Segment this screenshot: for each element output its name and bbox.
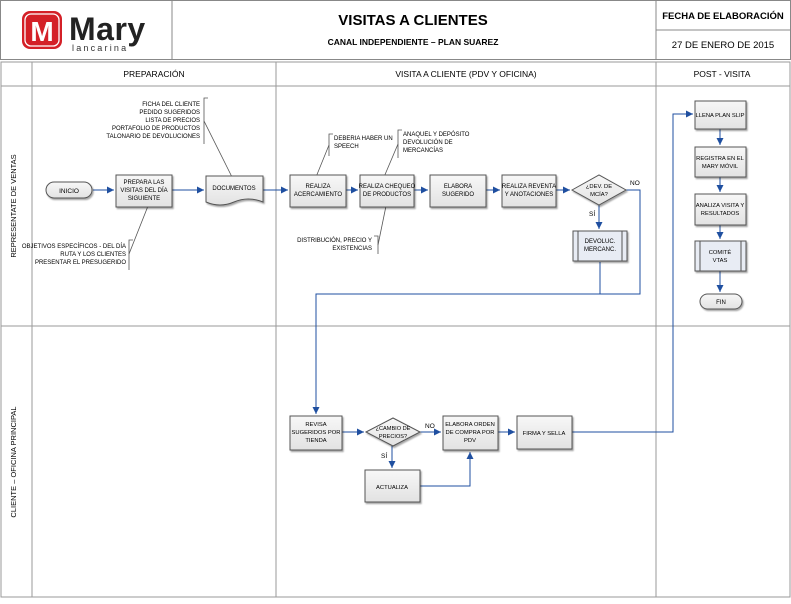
svg-text:PDV: PDV	[464, 438, 476, 444]
svg-text:LLENA PLAN SLIP: LLENA PLAN SLIP	[696, 113, 745, 119]
svg-text:ACERCAMIENTO: ACERCAMIENTO	[294, 192, 343, 198]
lane-label-representante: REPRESENTATE DE VENTAS	[9, 154, 18, 257]
swimlane-grid	[1, 62, 790, 597]
node-elabora-sugerido: ELABORA SUGERIDO	[430, 175, 486, 207]
svg-text:FIN: FIN	[716, 300, 726, 306]
brand-subname: lancarina	[72, 43, 128, 53]
decision-dev-mercancia: ¿DEV. DE MCÍA?	[572, 175, 626, 205]
svg-text:TIENDA: TIENDA	[305, 438, 326, 444]
edge-label-si-cambio: SÍ	[381, 451, 387, 460]
note-documentos-list: FICHA DEL CLIENTE PEDIDO SUGERIDOS LISTA…	[106, 102, 200, 140]
svg-text:DEVOLUC.: DEVOLUC.	[585, 239, 616, 245]
note-speech: DEBERIA HABER UN SPEECH	[334, 136, 393, 150]
node-elabora-orden-compra: ELABORA ORDEN DE COMPRA POR PDV	[443, 416, 498, 450]
node-llena-plan-slip: LLENA PLAN SLIP	[695, 101, 746, 129]
node-inicio: INICIO	[46, 182, 92, 198]
svg-text:ELABORA ORDEN: ELABORA ORDEN	[445, 422, 495, 428]
brand-mark: M	[30, 16, 53, 47]
date-value: 27 DE ENERO DE 2015	[672, 40, 774, 51]
node-chequeo-productos: REALIZA CHEQUEO DE PRODUCTOS	[359, 175, 416, 207]
svg-text:COMITÉ: COMITÉ	[709, 249, 732, 256]
svg-text:Y ANOTACIONES: Y ANOTACIONES	[505, 192, 553, 198]
svg-text:REGISTRA EN EL: REGISTRA EN EL	[696, 156, 744, 162]
node-documentos: DOCUMENTOS	[206, 176, 263, 205]
node-realiza-reventa: REALIZA REVENTA Y ANOTACIONES	[502, 175, 556, 207]
svg-text:REALIZA CHEQUEO: REALIZA CHEQUEO	[359, 184, 416, 190]
page-title: VISITAS A CLIENTES	[338, 12, 487, 29]
svg-text:SUGERIDO: SUGERIDO	[442, 192, 474, 198]
svg-text:VTAS: VTAS	[713, 258, 728, 264]
svg-text:FICHA DEL CLIENTE: FICHA DEL CLIENTE	[142, 102, 200, 108]
svg-text:DE PRODUCTOS: DE PRODUCTOS	[363, 192, 411, 198]
svg-text:DISTRIBUCIÓN, PRECIO Y: DISTRIBUCIÓN, PRECIO Y	[297, 237, 372, 244]
svg-text:DE COMPRA POR: DE COMPRA POR	[446, 430, 495, 436]
svg-text:SIGUIENTE: SIGUIENTE	[128, 196, 160, 202]
svg-text:TALONARIO DE DEVOLUCIONES: TALONARIO DE DEVOLUCIONES	[106, 134, 200, 140]
note-objetivos: OBJETIVOS ESPECÍFICOS - DEL DÍA RUTA Y L…	[22, 243, 126, 266]
node-prepara-visitas: PREPARA LAS VISITAS DEL DÍA SIGUIENTE	[116, 175, 172, 207]
svg-text:¿CAMBIO DE: ¿CAMBIO DE	[376, 426, 411, 432]
node-analiza-visita: ANALIZA VISITA Y RESULTADOS	[695, 194, 746, 225]
svg-text:PREPARA LAS: PREPARA LAS	[124, 180, 165, 186]
svg-text:FIRMA Y SELLA: FIRMA Y SELLA	[523, 431, 566, 437]
column-header-preparacion: PREPARACIÓN	[123, 69, 184, 79]
svg-text:ANAQUEL Y DEPÓSITO: ANAQUEL Y DEPÓSITO	[403, 131, 470, 138]
svg-text:SUGERIDOS POR: SUGERIDOS POR	[292, 430, 341, 436]
brand-logo: M Mary lancarina	[22, 11, 146, 53]
svg-text:PEDIDO SUGERIDOS: PEDIDO SUGERIDOS	[139, 110, 200, 116]
svg-text:ANALIZA VISITA Y: ANALIZA VISITA Y	[696, 203, 745, 209]
svg-text:DEVOLUCIÓN DE: DEVOLUCIÓN DE	[403, 139, 453, 146]
column-header-post-visita: POST - VISITA	[694, 69, 751, 79]
svg-text:REALIZA: REALIZA	[305, 184, 330, 190]
node-actualiza: ACTUALIZA	[365, 470, 420, 502]
edge-label-no-devolucion: NO	[630, 180, 640, 187]
svg-text:¿DEV. DE: ¿DEV. DE	[586, 184, 612, 190]
edge-label-no-cambio: NO	[425, 423, 435, 430]
node-devolucion-mercancia: DEVOLUC. MERCANC.	[573, 231, 627, 261]
svg-text:MCÍA?: MCÍA?	[590, 191, 608, 198]
edge-label-si-devolucion: SÍ	[589, 209, 595, 218]
svg-text:VISITAS DEL DÍA: VISITAS DEL DÍA	[120, 187, 167, 194]
svg-text:MARY MÓVIL: MARY MÓVIL	[702, 163, 739, 170]
svg-text:REVISA: REVISA	[305, 422, 326, 428]
svg-text:REALIZA REVENTA: REALIZA REVENTA	[502, 184, 556, 190]
svg-text:LISTA DE PRECIOS: LISTA DE PRECIOS	[145, 118, 200, 124]
node-comite-ventas: COMITÉ VTAS	[695, 241, 746, 271]
node-realiza-acercamiento: REALIZA ACERCAMIENTO	[290, 175, 346, 207]
date-label: FECHA DE ELABORACIÓN	[662, 10, 784, 22]
header: M Mary lancarina VISITAS A CLIENTES CANA…	[1, 0, 791, 60]
svg-text:ELABORA: ELABORA	[444, 184, 472, 190]
brand-name: Mary	[69, 11, 146, 47]
svg-text:INICIO: INICIO	[59, 188, 79, 195]
svg-text:PRESENTAR EL PRESUGERIDO: PRESENTAR EL PRESUGERIDO	[35, 260, 126, 266]
svg-text:PRECIOS?: PRECIOS?	[379, 434, 407, 440]
svg-text:RUTA Y LOS CLIENTES: RUTA Y LOS CLIENTES	[60, 252, 126, 258]
svg-text:MERCANC.: MERCANC.	[584, 247, 616, 253]
svg-text:PORTAFOLIO DE PRODUCTOS: PORTAFOLIO DE PRODUCTOS	[112, 126, 200, 132]
note-anaquel: ANAQUEL Y DEPÓSITO DEVOLUCIÓN DE MERCANC…	[403, 131, 470, 154]
svg-text:MERCANCÍAS: MERCANCÍAS	[403, 147, 443, 154]
node-firma-sella: FIRMA Y SELLA	[517, 416, 572, 449]
page-subtitle: CANAL INDEPENDIENTE – PLAN SUAREZ	[328, 37, 499, 47]
decision-cambio-precios: ¿CAMBIO DE PRECIOS?	[366, 418, 420, 446]
svg-text:EXISTENCIAS: EXISTENCIAS	[332, 246, 372, 252]
node-revisa-sugeridos: REVISA SUGERIDOS POR TIENDA	[290, 416, 342, 450]
svg-text:OBJETIVOS ESPECÍFICOS - DEL DÍ: OBJETIVOS ESPECÍFICOS - DEL DÍA	[22, 243, 126, 250]
node-fin: FIN	[700, 294, 742, 309]
svg-text:DOCUMENTOS: DOCUMENTOS	[212, 186, 255, 192]
svg-text:RESULTADOS: RESULTADOS	[701, 211, 740, 217]
note-distribucion: DISTRIBUCIÓN, PRECIO Y EXISTENCIAS	[297, 237, 372, 252]
svg-text:SPEECH: SPEECH	[334, 144, 359, 150]
column-header-visita: VISITA A CLIENTE (PDV Y OFICINA)	[395, 69, 536, 79]
lane-label-cliente: CLIENTE – OFICINA PRINCIPAL	[9, 406, 18, 517]
svg-text:DEBERIA HABER UN: DEBERIA HABER UN	[334, 136, 393, 142]
node-registra-mary-movil: REGISTRA EN EL MARY MÓVIL	[695, 147, 746, 177]
svg-text:ACTUALIZA: ACTUALIZA	[376, 485, 408, 491]
